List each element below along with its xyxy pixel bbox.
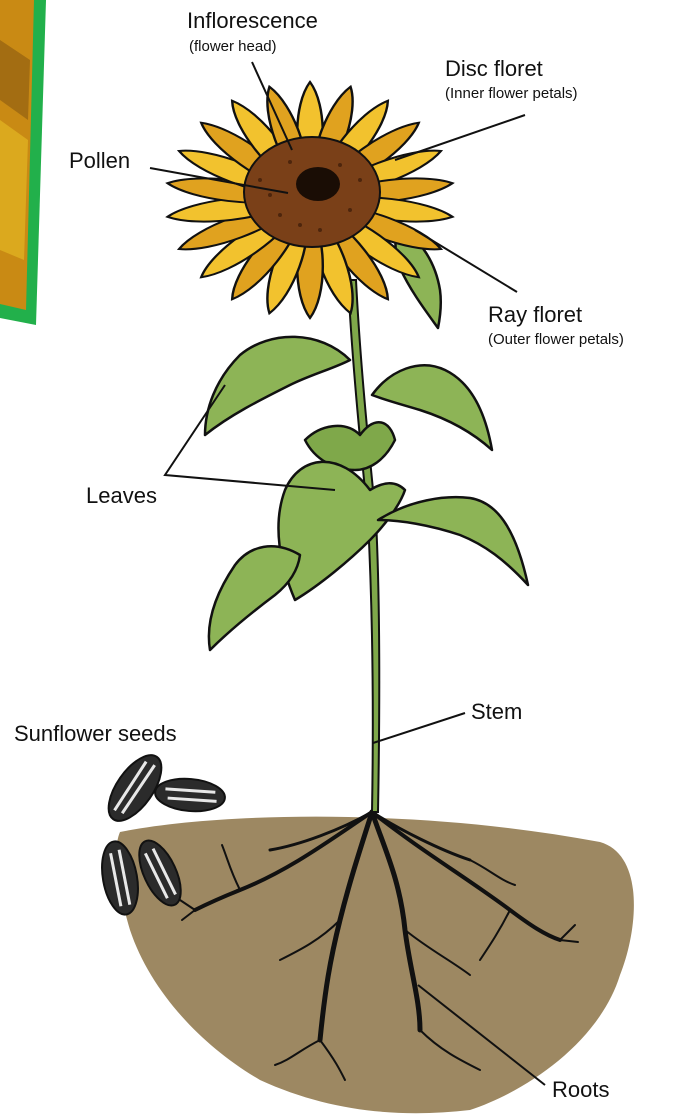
- seed: [154, 776, 227, 814]
- label-ray-floret: Ray floret: [488, 302, 582, 328]
- label-inflorescence: Inflorescence: [187, 8, 318, 34]
- label-disc-floret-sub: (Inner flower petals): [445, 85, 578, 102]
- leader-disc-floret: [395, 115, 525, 160]
- label-pollen: Pollen: [69, 148, 130, 174]
- label-ray-floret-sub: (Outer flower petals): [488, 331, 624, 348]
- leaf-lower-left: [209, 546, 300, 650]
- leaf-upper-left: [205, 337, 350, 435]
- label-sunflower-seeds: Sunflower seeds: [14, 721, 177, 747]
- leaf-right: [378, 497, 528, 585]
- leaves: [205, 225, 528, 650]
- label-disc-floret: Disc floret: [445, 56, 543, 82]
- label-roots: Roots: [552, 1077, 609, 1103]
- disc-center: [296, 167, 340, 201]
- label-inflorescence-sub: (flower head): [189, 38, 277, 55]
- leader-stem: [373, 713, 465, 743]
- soil: [116, 817, 634, 1114]
- sunflower-photo-corner: [0, 0, 46, 325]
- label-stem: Stem: [471, 699, 522, 725]
- leaf-large-center: [278, 462, 405, 600]
- label-leaves: Leaves: [86, 483, 157, 509]
